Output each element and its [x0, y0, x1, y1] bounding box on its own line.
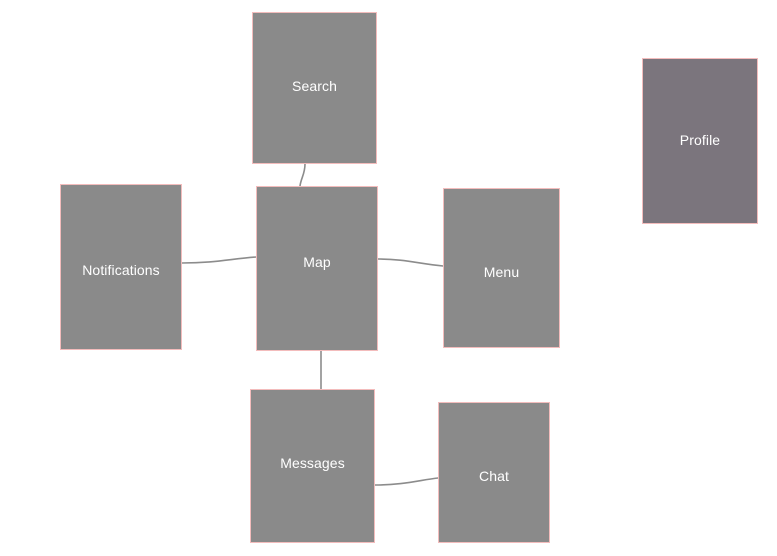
node-label-search: Search — [292, 78, 337, 94]
node-search[interactable]: Search — [252, 12, 377, 164]
edge-search-to-map — [299, 163, 306, 187]
node-label-map: Map — [303, 253, 331, 270]
node-profile[interactable]: Profile — [642, 58, 758, 224]
node-menu[interactable]: Menu — [443, 188, 560, 348]
node-label-chat: Chat — [479, 467, 509, 484]
node-chat[interactable]: Chat — [438, 402, 550, 543]
node-notifications[interactable]: Notifications — [60, 184, 182, 350]
node-map[interactable]: Map — [256, 186, 378, 351]
edge-map-to-menu — [377, 258, 444, 267]
node-label-notifications: Notifications — [82, 262, 160, 278]
node-label-profile: Profile — [679, 132, 721, 148]
edge-messages-to-chat — [374, 477, 439, 486]
node-label-messages: Messages — [280, 455, 345, 471]
edge-notifications-to-map — [181, 256, 257, 264]
node-label-menu: Menu — [483, 264, 520, 280]
node-messages[interactable]: Messages — [250, 389, 375, 543]
